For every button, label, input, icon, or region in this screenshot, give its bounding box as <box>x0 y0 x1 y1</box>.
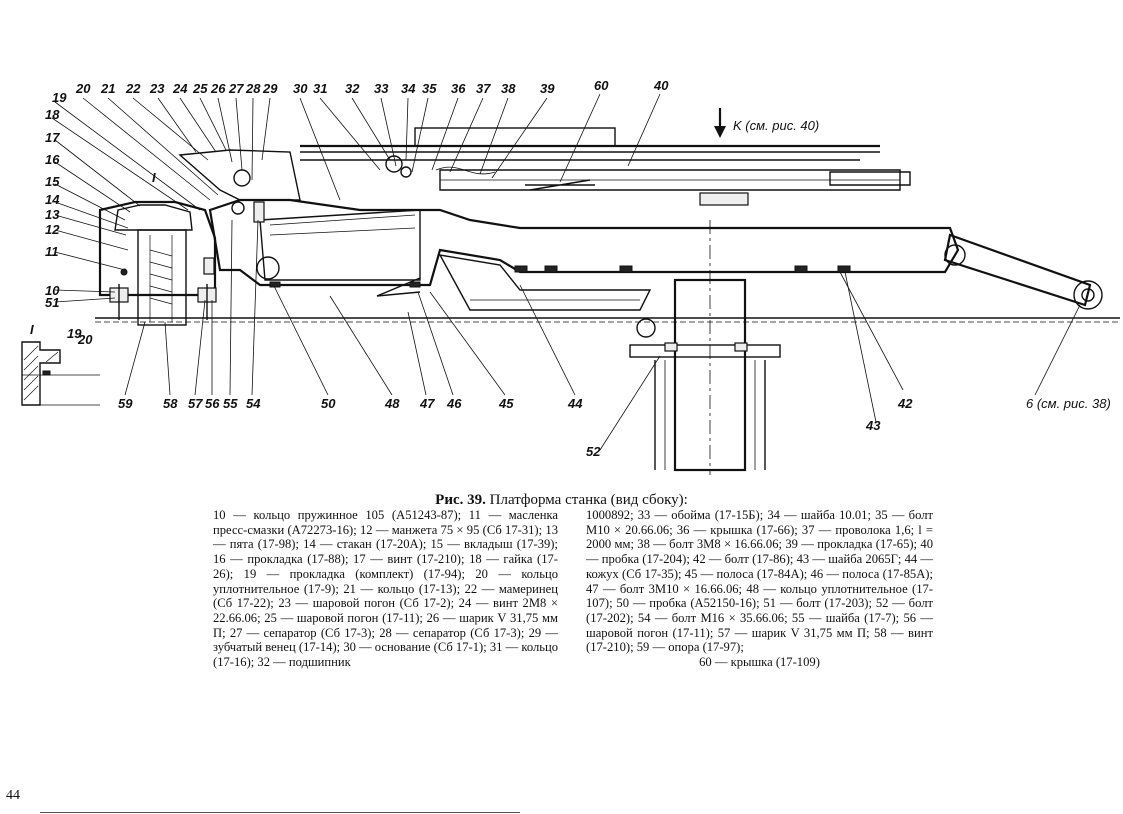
svg-text:45: 45 <box>498 396 514 411</box>
svg-text:24: 24 <box>172 81 188 96</box>
bolts-row <box>269 265 851 288</box>
svg-text:60: 60 <box>594 78 609 93</box>
caption-label: Рис. 39. <box>435 492 486 508</box>
svg-text:27: 27 <box>228 81 244 96</box>
svg-text:29: 29 <box>262 81 278 96</box>
svg-text:46: 46 <box>446 396 462 411</box>
svg-text:36: 36 <box>451 81 466 96</box>
detail-inset-num-19: 19 <box>67 326 82 341</box>
svg-text:12: 12 <box>45 222 60 237</box>
detail-marker: I <box>152 170 156 185</box>
platform-body <box>178 127 960 287</box>
bottom-rule <box>40 812 520 813</box>
page-number: 44 <box>6 788 20 803</box>
svg-text:42: 42 <box>897 396 913 411</box>
legend-right-last-line: 60 — крышка (17-109) <box>699 655 820 670</box>
support-pedestal <box>98 200 217 326</box>
svg-text:17: 17 <box>45 130 60 145</box>
legend-right-column: 1000892; 33 — обойма (17-15Б); 34 — шайб… <box>586 508 933 670</box>
svg-text:35: 35 <box>422 81 437 96</box>
technical-drawing: 20 21 22 23 24 25 26 27 28 29 30 31 32 3… <box>21 78 1120 475</box>
caption-title-text: Платформа станка (вид сбоку): <box>489 492 688 508</box>
svg-text:34: 34 <box>401 81 416 96</box>
svg-text:13: 13 <box>45 207 60 222</box>
svg-text:39: 39 <box>540 81 555 96</box>
legend-left-text: 10 — кольцо пружинное 105 (А51243-87); 1… <box>213 508 559 670</box>
svg-text:25: 25 <box>192 81 208 96</box>
labels-top: 20 21 22 23 24 25 26 27 28 29 30 31 32 3… <box>75 78 669 96</box>
svg-text:32: 32 <box>345 81 360 96</box>
svg-text:52: 52 <box>586 444 601 459</box>
svg-text:11: 11 <box>45 244 59 259</box>
cowl <box>438 254 652 311</box>
view-label: K (см. рис. 40) <box>733 118 819 133</box>
svg-text:22: 22 <box>125 81 141 96</box>
figure-caption: Рис. 39. Платформа станка (вид сбоку): <box>0 492 1123 509</box>
svg-text:37: 37 <box>476 81 491 96</box>
svg-text:19: 19 <box>52 90 67 105</box>
svg-text:50: 50 <box>321 396 336 411</box>
svg-text:47: 47 <box>419 396 435 411</box>
svg-text:59: 59 <box>118 396 133 411</box>
legend-right-text: 1000892; 33 — обойма (17-15Б); 34 — шайб… <box>586 508 933 655</box>
svg-text:43: 43 <box>865 418 881 433</box>
view-arrow-k <box>714 108 726 138</box>
svg-text:20: 20 <box>75 81 91 96</box>
svg-text:58: 58 <box>163 396 178 411</box>
svg-text:16: 16 <box>45 152 60 167</box>
detail-inset-i <box>21 341 100 406</box>
legend-left-column: 10 — кольцо пружинное 105 (А51243-87); 1… <box>213 508 558 670</box>
svg-text:56: 56 <box>205 396 220 411</box>
svg-text:26: 26 <box>210 81 226 96</box>
svg-text:44: 44 <box>567 396 583 411</box>
svg-text:15: 15 <box>45 174 60 189</box>
svg-text:57: 57 <box>188 396 203 411</box>
svg-text:31: 31 <box>313 81 327 96</box>
floor-line <box>95 317 1120 323</box>
leader-lines <box>51 93 1081 451</box>
svg-text:55: 55 <box>223 396 238 411</box>
central-column <box>629 220 781 475</box>
svg-text:10: 10 <box>45 283 60 298</box>
right-arm <box>943 233 1103 310</box>
svg-text:14: 14 <box>45 192 60 207</box>
labels-left: 19 18 17 16 15 14 13 12 11 10 51 <box>45 90 67 310</box>
detail-inset-num-20: 20 <box>77 332 93 347</box>
svg-text:30: 30 <box>293 81 308 96</box>
ref-right-label: 6 (см. рис. 38) <box>1026 396 1111 411</box>
svg-text:18: 18 <box>45 107 60 122</box>
svg-text:33: 33 <box>374 81 389 96</box>
detail-inset-label: I <box>30 322 34 337</box>
svg-text:21: 21 <box>100 81 115 96</box>
svg-text:40: 40 <box>653 78 669 93</box>
svg-text:54: 54 <box>246 396 261 411</box>
labels-bottom: 59 58 57 56 55 54 50 48 47 46 45 44 52 4… <box>118 396 913 459</box>
svg-text:28: 28 <box>245 81 261 96</box>
svg-text:51: 51 <box>45 295 59 310</box>
svg-text:23: 23 <box>149 81 165 96</box>
svg-text:48: 48 <box>384 396 400 411</box>
svg-text:38: 38 <box>501 81 516 96</box>
